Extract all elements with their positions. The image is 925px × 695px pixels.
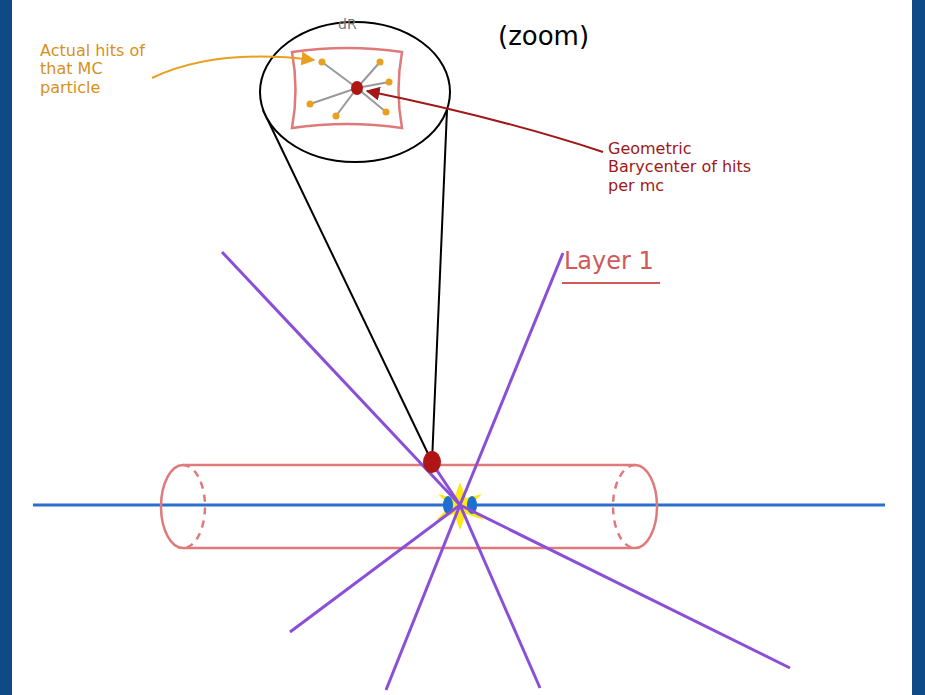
layer-cylinder <box>161 465 657 548</box>
particle-tracks <box>222 252 790 690</box>
barycenter-dot <box>423 451 441 473</box>
hits-label: Actual hits of that MC particle <box>40 42 152 97</box>
distance-label: dR <box>338 16 368 32</box>
barycenter-leader <box>367 91 603 152</box>
hit-distances <box>310 62 389 116</box>
hit-dots <box>307 59 393 120</box>
zoom-cone <box>260 22 450 462</box>
layer-label: Layer 1 <box>564 248 674 276</box>
white-canvas <box>12 0 912 695</box>
barycenter-dot-zoom <box>351 81 363 95</box>
hits-leader <box>152 57 314 78</box>
layer-underline <box>562 282 660 284</box>
barycenter-label: Geometric Barycenter of hits per mc <box>608 140 758 195</box>
zoom-label: (zoom) <box>498 22 628 52</box>
